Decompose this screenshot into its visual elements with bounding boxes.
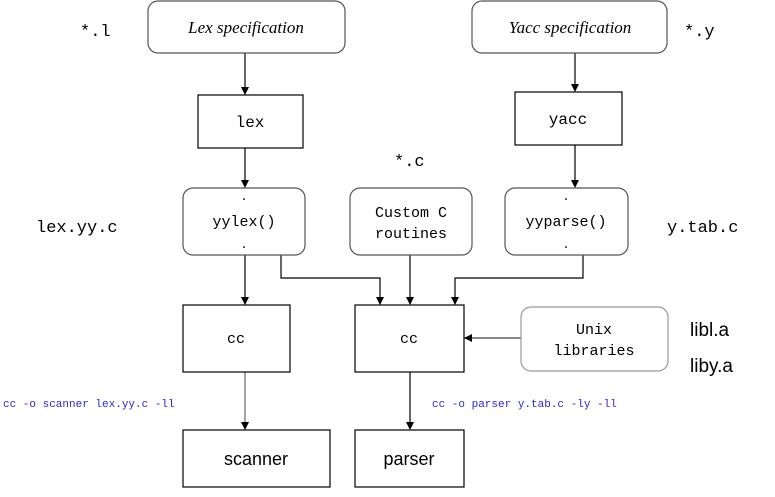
custom-c-label-1: Custom C [375, 205, 447, 222]
yacc-label: yacc [549, 111, 587, 129]
arrows [241, 53, 584, 430]
svg-text:.: . [240, 190, 247, 204]
lex-node: lex [197, 94, 304, 149]
cc-mid-node: cc [354, 304, 465, 373]
yyparse-node: . yyparse() . [504, 187, 629, 256]
yacc-node: yacc [514, 91, 623, 146]
parser-label: parser [383, 449, 434, 469]
lex-ext-label: *.l [80, 23, 111, 42]
scanner-label: scanner [224, 449, 288, 469]
yacc-spec-node: Yacc specification [471, 0, 668, 54]
yylex-node: . yylex() . [182, 187, 306, 256]
unix-label-1: Unix [576, 322, 612, 339]
svg-text:.: . [240, 238, 247, 252]
yacc-out-label: y.tab.c [667, 219, 738, 238]
parser-command: cc -o parser y.tab.c -ly -ll [432, 399, 617, 411]
lex-label: lex [236, 114, 265, 132]
liby-label: liby.a [690, 356, 733, 377]
parser-node: parser [354, 429, 465, 488]
cc-left-node: cc [182, 304, 291, 373]
arrow-yylex-cc-mid [280, 255, 384, 305]
svg-text:.: . [562, 238, 569, 252]
arrow-yyparse-cc [451, 255, 584, 305]
unix-libraries-node: Unix libraries [520, 306, 669, 372]
scanner-node: scanner [182, 429, 331, 488]
yyparse-label: yyparse() [525, 214, 606, 231]
yacc-spec-label: Yacc specification [509, 18, 632, 37]
yylex-label: yylex() [212, 214, 275, 231]
cc-mid-label: cc [400, 331, 418, 348]
custom-c-label-2: routines [375, 226, 447, 243]
lex-spec-label: Lex specification [187, 18, 304, 37]
lex-spec-node: Lex specification [147, 0, 346, 54]
cc-left-label: cc [227, 331, 245, 348]
custom-c-node: Custom C routines [349, 187, 473, 256]
libl-label: libl.a [690, 320, 730, 341]
unix-label-2: libraries [553, 343, 634, 360]
lex-out-label: lex.yy.c [36, 219, 118, 238]
c-ext-label: *.c [394, 153, 425, 172]
scanner-command: cc -o scanner lex.yy.c -ll [3, 399, 175, 411]
yacc-ext-label: *.y [684, 23, 715, 42]
svg-text:.: . [562, 190, 569, 204]
